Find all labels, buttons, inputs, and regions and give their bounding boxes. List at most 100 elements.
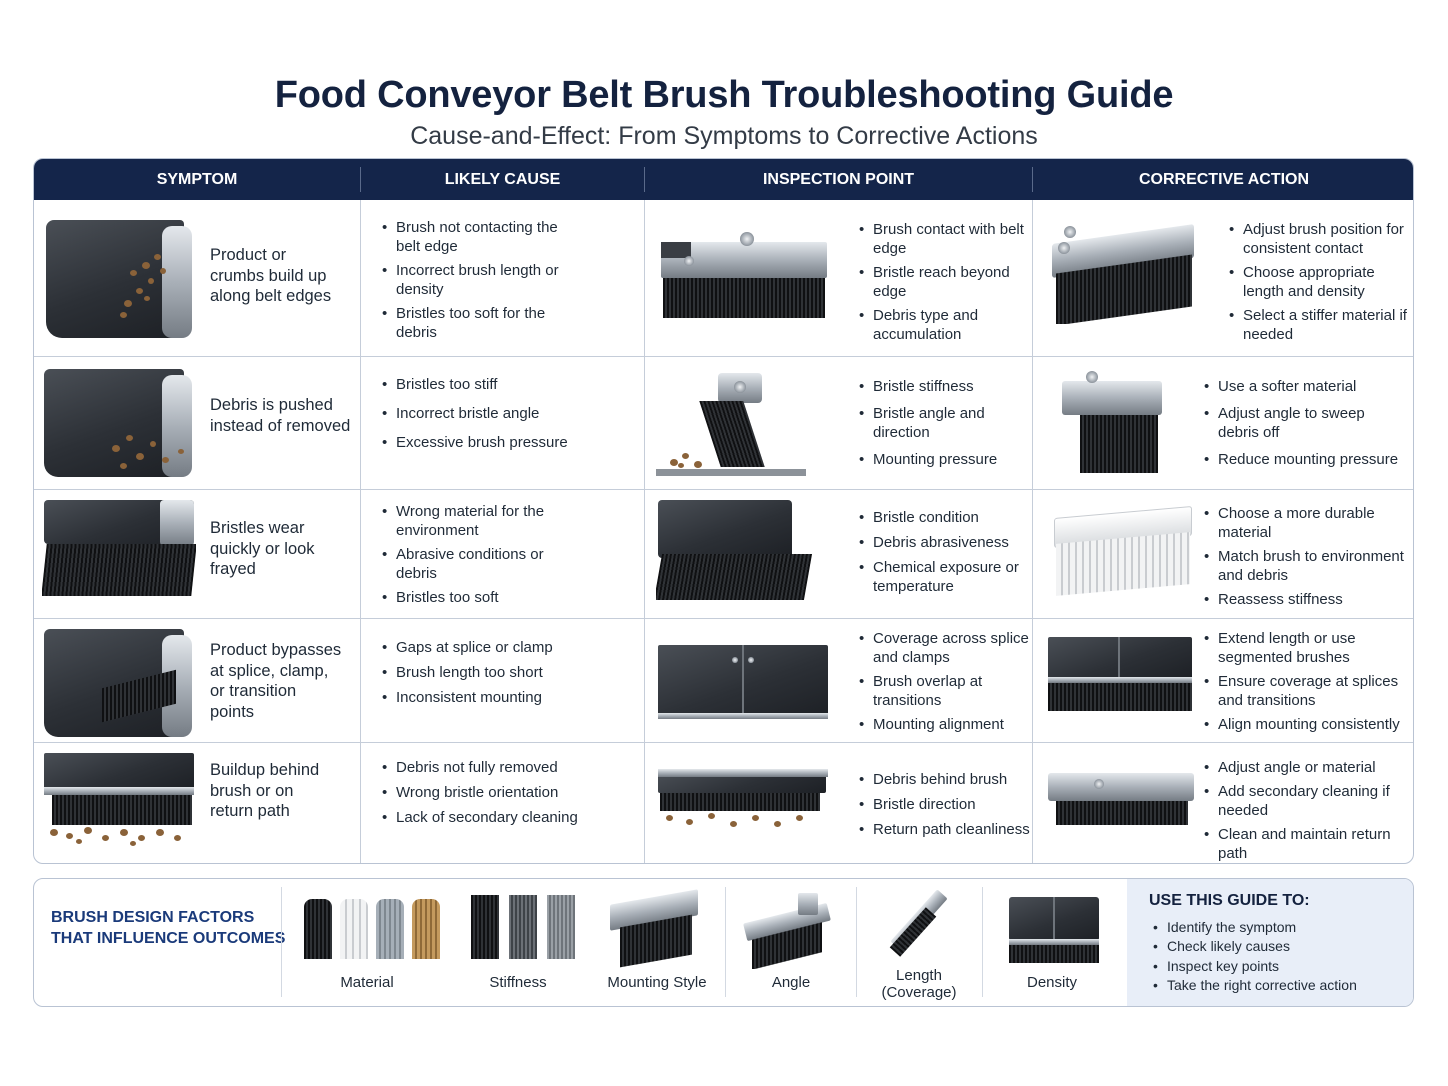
splice-coverage-illustration bbox=[656, 643, 830, 725]
list-item: Bristle angle and direction bbox=[859, 404, 1029, 442]
list-item: Incorrect brush length or density bbox=[382, 261, 582, 299]
list-item: Brush length too short bbox=[382, 663, 602, 682]
likely-cause-list: Wrong material for the environment Abras… bbox=[382, 502, 582, 612]
list-item: Check likely causes bbox=[1153, 937, 1357, 957]
return-path-buildup-illustration bbox=[42, 751, 196, 847]
list-item: Brush contact with belt edge bbox=[859, 220, 1029, 258]
table-row: Product or crumbs build up along belt ed… bbox=[34, 200, 1413, 356]
inspection-point-list: Brush contact with belt edge Bristle rea… bbox=[859, 220, 1029, 349]
list-item: Match brush to environment and debris bbox=[1204, 547, 1409, 585]
corrective-action-list: Adjust brush position for consistent con… bbox=[1229, 220, 1409, 349]
bristle-condition-illustration bbox=[656, 498, 826, 606]
likely-cause-list: Gaps at splice or clamp Brush length too… bbox=[382, 638, 602, 712]
list-item: Debris type and accumulation bbox=[859, 306, 1029, 344]
list-item: Inconsistent mounting bbox=[382, 688, 602, 707]
symptom-text: along belt edges bbox=[210, 287, 332, 305]
list-item: Align mounting consistently bbox=[1204, 715, 1409, 734]
factor-label-line: (Coverage) bbox=[881, 984, 957, 1001]
list-item: Bristle direction bbox=[859, 795, 1059, 814]
factor-label-angle: Angle bbox=[771, 974, 811, 991]
list-item: Debris abrasiveness bbox=[859, 533, 1029, 552]
list-item: Adjust brush position for consistent con… bbox=[1229, 220, 1409, 258]
symptom-text: frayed bbox=[210, 560, 256, 578]
list-item: Ensure coverage at splices and transitio… bbox=[1204, 672, 1409, 710]
troubleshooting-table: SYMPTOM LIKELY CAUSE INSPECTION POINT CO… bbox=[33, 158, 1414, 864]
list-item: Take the right corrective action bbox=[1153, 976, 1357, 996]
list-item: Return path cleanliness bbox=[859, 820, 1059, 839]
symptom-text: Buildup behind bbox=[210, 761, 320, 779]
list-item: Excessive brush pressure bbox=[382, 433, 602, 452]
factors-title: THAT INFLUENCE OUTCOMES bbox=[51, 930, 286, 947]
header-inspection-point: INSPECTION POINT bbox=[762, 171, 915, 188]
softer-brush-illustration bbox=[1056, 369, 1168, 481]
length-coverage-icon bbox=[876, 883, 956, 963]
list-item: Incorrect bristle angle bbox=[382, 404, 602, 423]
list-item: Extend length or use segmented brushes bbox=[1204, 629, 1409, 667]
list-item: Identify the symptom bbox=[1153, 918, 1357, 938]
list-item: Add secondary cleaning if needed bbox=[1204, 782, 1409, 820]
guide-list: Identify the symptom Check likely causes… bbox=[1153, 918, 1357, 996]
debris-pushed-illustration bbox=[42, 365, 198, 481]
list-item: Inspect key points bbox=[1153, 957, 1357, 977]
design-factors-panel: BRUSH DESIGN FACTORS THAT INFLUENCE OUTC… bbox=[33, 878, 1414, 1007]
list-item: Abrasive conditions or debris bbox=[382, 545, 582, 583]
stiffness-swatches-icon bbox=[469, 893, 581, 963]
list-item: Bristle condition bbox=[859, 508, 1029, 527]
factor-label-length: Length (Coverage) bbox=[859, 967, 979, 1001]
symptom-text: or transition bbox=[210, 682, 297, 700]
list-item: Bristles too soft bbox=[382, 588, 582, 607]
list-item: Choose a more durable material bbox=[1204, 504, 1409, 542]
list-item: Choose appropriate length and density bbox=[1229, 263, 1409, 301]
list-item: Lack of secondary cleaning bbox=[382, 808, 592, 827]
angle-icon bbox=[740, 889, 836, 969]
list-item: Debris behind brush bbox=[859, 770, 1059, 789]
list-item: Wrong bristle orientation bbox=[382, 783, 592, 802]
page-subtitle: Cause-and-Effect: From Symptoms to Corre… bbox=[410, 122, 1038, 150]
factor-label-line: Length bbox=[896, 967, 942, 984]
list-item: Brush overlap at transitions bbox=[859, 672, 1034, 710]
segmented-brush-illustration bbox=[1046, 635, 1194, 715]
symptom-text: instead of removed bbox=[210, 416, 351, 435]
inspection-point-list: Bristle condition Debris abrasiveness Ch… bbox=[859, 508, 1029, 601]
list-item: Adjust angle or material bbox=[1204, 758, 1409, 777]
symptom-text: quickly or look bbox=[210, 539, 315, 558]
header-symptom: SYMPTOM bbox=[156, 171, 238, 188]
symptom-text: return path bbox=[210, 802, 290, 820]
factors-title: BRUSH DESIGN FACTORS bbox=[51, 909, 255, 926]
symptom-text: points bbox=[210, 702, 255, 721]
frayed-bristles-illustration bbox=[42, 498, 196, 602]
corrective-action-list: Adjust angle or material Add secondary c… bbox=[1204, 758, 1409, 863]
list-item: Bristles too soft for the debris bbox=[382, 304, 582, 342]
header-corrective-action: CORRECTIVE ACTION bbox=[1138, 171, 1310, 188]
belt-edge-buildup-illustration bbox=[44, 208, 196, 346]
list-item: Adjust angle to sweep debris off bbox=[1204, 404, 1409, 442]
likely-cause-list: Debris not fully removed Wrong bristle o… bbox=[382, 758, 592, 832]
mounting-style-icon bbox=[606, 889, 702, 969]
symptom-text: Product or bbox=[210, 246, 287, 264]
bristle-angle-illustration bbox=[656, 365, 816, 481]
list-item: Coverage across splice and clamps bbox=[859, 629, 1034, 667]
corrective-action-list: Extend length or use segmented brushes E… bbox=[1204, 629, 1409, 739]
list-item: Use a softer material bbox=[1204, 377, 1409, 396]
likely-cause-list: Bristles too stiff Incorrect bristle ang… bbox=[382, 375, 602, 457]
list-item: Gaps at splice or clamp bbox=[382, 638, 602, 657]
table-row: Buildup behind brush or on return path D… bbox=[34, 742, 1413, 863]
list-item: Select a stiffer material if needed bbox=[1229, 306, 1409, 344]
page-title: Food Conveyor Belt Brush Troubleshooting… bbox=[274, 74, 1174, 116]
secondary-cleaning-illustration bbox=[1046, 767, 1196, 831]
factor-label-mounting-style: Mounting Style bbox=[607, 974, 707, 991]
list-item: Debris not fully removed bbox=[382, 758, 592, 777]
density-icon bbox=[1007, 895, 1101, 965]
durable-brush-illustration bbox=[1050, 504, 1200, 604]
factor-label-density: Density bbox=[1026, 974, 1078, 991]
factor-label-stiffness: Stiffness bbox=[489, 974, 547, 991]
corrective-action-list: Choose a more durable material Match bru… bbox=[1204, 504, 1409, 614]
list-item: Bristle stiffness bbox=[859, 377, 1029, 396]
symptom-text: crumbs build up bbox=[210, 266, 327, 285]
table-row: Bristles wear quickly or look frayed Wro… bbox=[34, 489, 1413, 618]
symptom-text: Product bypasses bbox=[210, 641, 342, 659]
splice-bypass-illustration bbox=[42, 625, 198, 739]
list-item: Brush not contacting the belt edge bbox=[382, 218, 582, 256]
list-item: Mounting pressure bbox=[859, 450, 1029, 469]
list-item: Bristle reach beyond edge bbox=[859, 263, 1029, 301]
